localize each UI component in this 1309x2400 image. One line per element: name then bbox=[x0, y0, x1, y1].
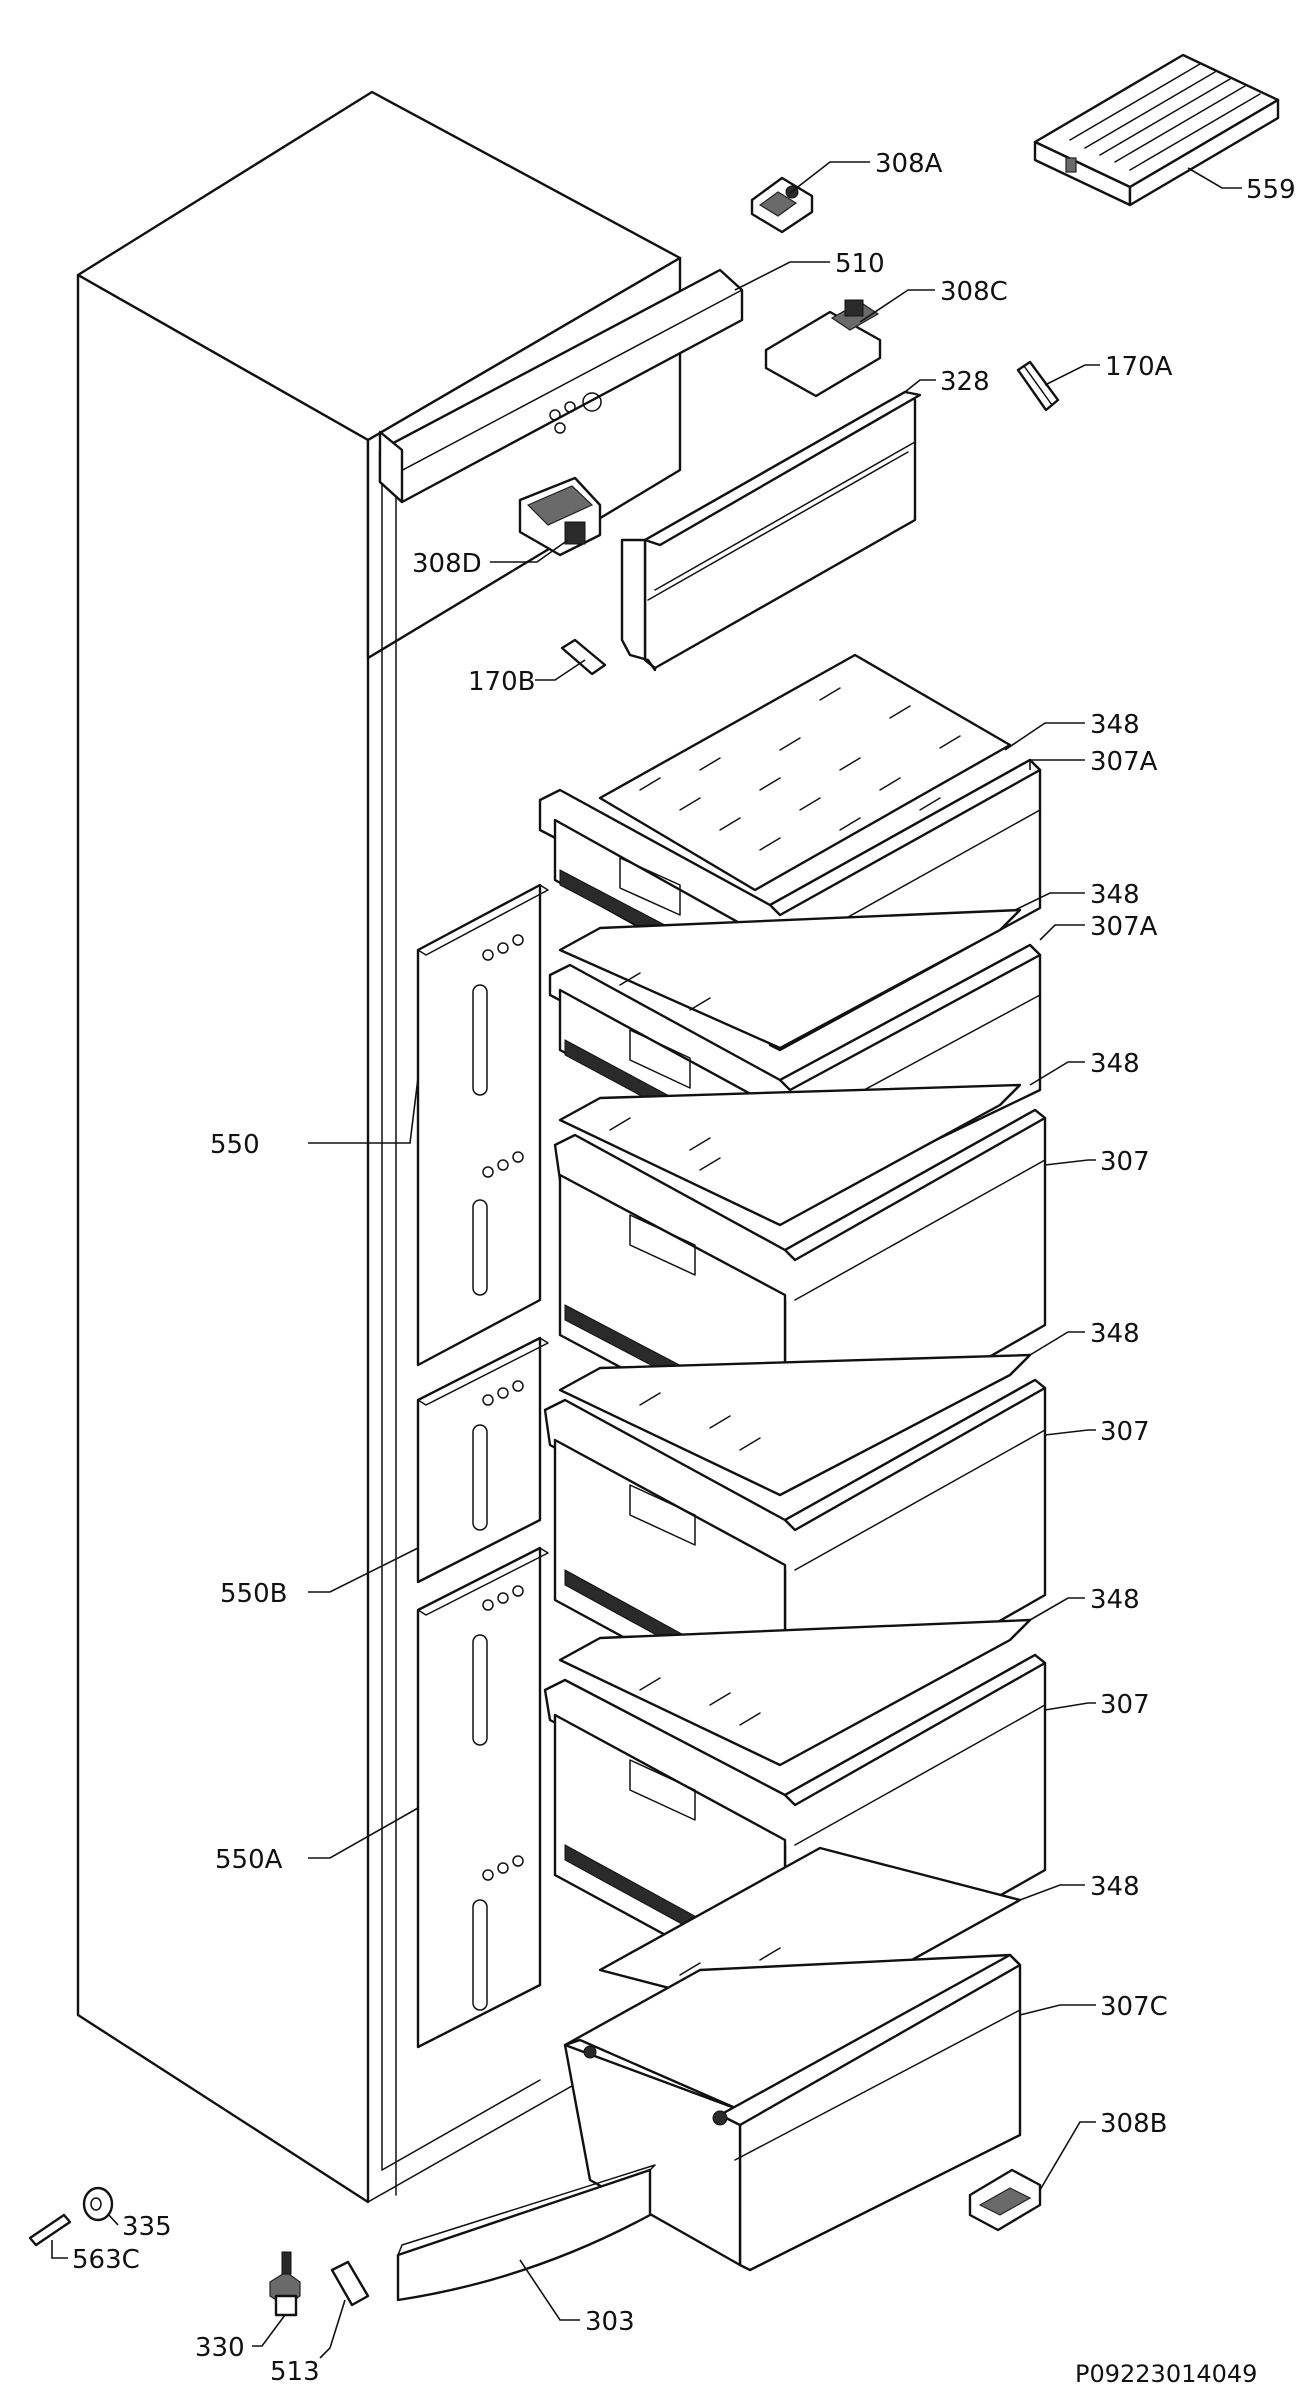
shelf-348-4 bbox=[558, 1353, 1032, 1497]
label-303: 303 bbox=[585, 2307, 635, 2337]
shelf-348-1 bbox=[598, 653, 1012, 892]
pin-563c bbox=[28, 2213, 72, 2247]
plinth-303 bbox=[396, 2164, 656, 2302]
label-348-6: 348 bbox=[1090, 1872, 1140, 1902]
door-panel-550 bbox=[416, 883, 549, 1367]
label-308a: 308A bbox=[875, 149, 943, 179]
clip-170a bbox=[1016, 360, 1060, 412]
label-170a: 170A bbox=[1105, 352, 1173, 382]
label-563c: 563C bbox=[72, 2245, 140, 2275]
part-labels: 308A 559 510 308C 328 170A 308D 170B 348… bbox=[72, 149, 1296, 2388]
label-307-3: 307 bbox=[1100, 1690, 1150, 1720]
label-335: 335 bbox=[122, 2212, 172, 2242]
clip-513 bbox=[330, 2260, 370, 2307]
clip-170b bbox=[560, 638, 607, 676]
bracket-308d bbox=[518, 476, 602, 557]
grille-559 bbox=[1033, 53, 1280, 207]
label-308d: 308D bbox=[412, 549, 482, 579]
label-348-1: 348 bbox=[1090, 710, 1140, 740]
label-348-4: 348 bbox=[1090, 1319, 1140, 1349]
label-513: 513 bbox=[270, 2357, 320, 2387]
diagram-code: P09223014049 bbox=[1075, 2360, 1257, 2388]
label-550: 550 bbox=[210, 1130, 260, 1160]
label-510: 510 bbox=[835, 249, 885, 279]
foot-330 bbox=[269, 2251, 301, 2317]
bracket-308b bbox=[968, 2168, 1042, 2232]
label-307-2: 307 bbox=[1100, 1417, 1150, 1447]
control-panel-510 bbox=[378, 268, 744, 504]
label-307a-2: 307A bbox=[1090, 912, 1158, 942]
label-170b: 170B bbox=[468, 667, 535, 697]
roller-335 bbox=[82, 2186, 114, 2222]
door-panel-550a bbox=[416, 1546, 549, 2049]
label-348-5: 348 bbox=[1090, 1585, 1140, 1615]
shelf-348-2 bbox=[558, 908, 1022, 1050]
label-559: 559 bbox=[1246, 175, 1296, 205]
label-307-1: 307 bbox=[1100, 1147, 1150, 1177]
label-348-2: 348 bbox=[1090, 880, 1140, 910]
label-328: 328 bbox=[940, 367, 990, 397]
label-550a: 550A bbox=[215, 1845, 283, 1875]
label-550b: 550B bbox=[220, 1579, 287, 1609]
label-307c: 307C bbox=[1100, 1992, 1168, 2022]
drawer-307c bbox=[563, 1953, 1022, 2272]
leader-lines bbox=[51, 161, 1242, 2359]
door-panel-550b bbox=[416, 1336, 549, 1584]
label-308c: 308C bbox=[940, 277, 1008, 307]
label-307a-1: 307A bbox=[1090, 747, 1158, 777]
label-308b: 308B bbox=[1100, 2109, 1167, 2139]
bracket-308c bbox=[764, 299, 882, 398]
label-348-3: 348 bbox=[1090, 1049, 1140, 1079]
shelf-348-3 bbox=[558, 1083, 1022, 1227]
label-330: 330 bbox=[195, 2333, 245, 2363]
shelf-348-5 bbox=[558, 1618, 1032, 1767]
bracket-308a bbox=[750, 176, 814, 234]
